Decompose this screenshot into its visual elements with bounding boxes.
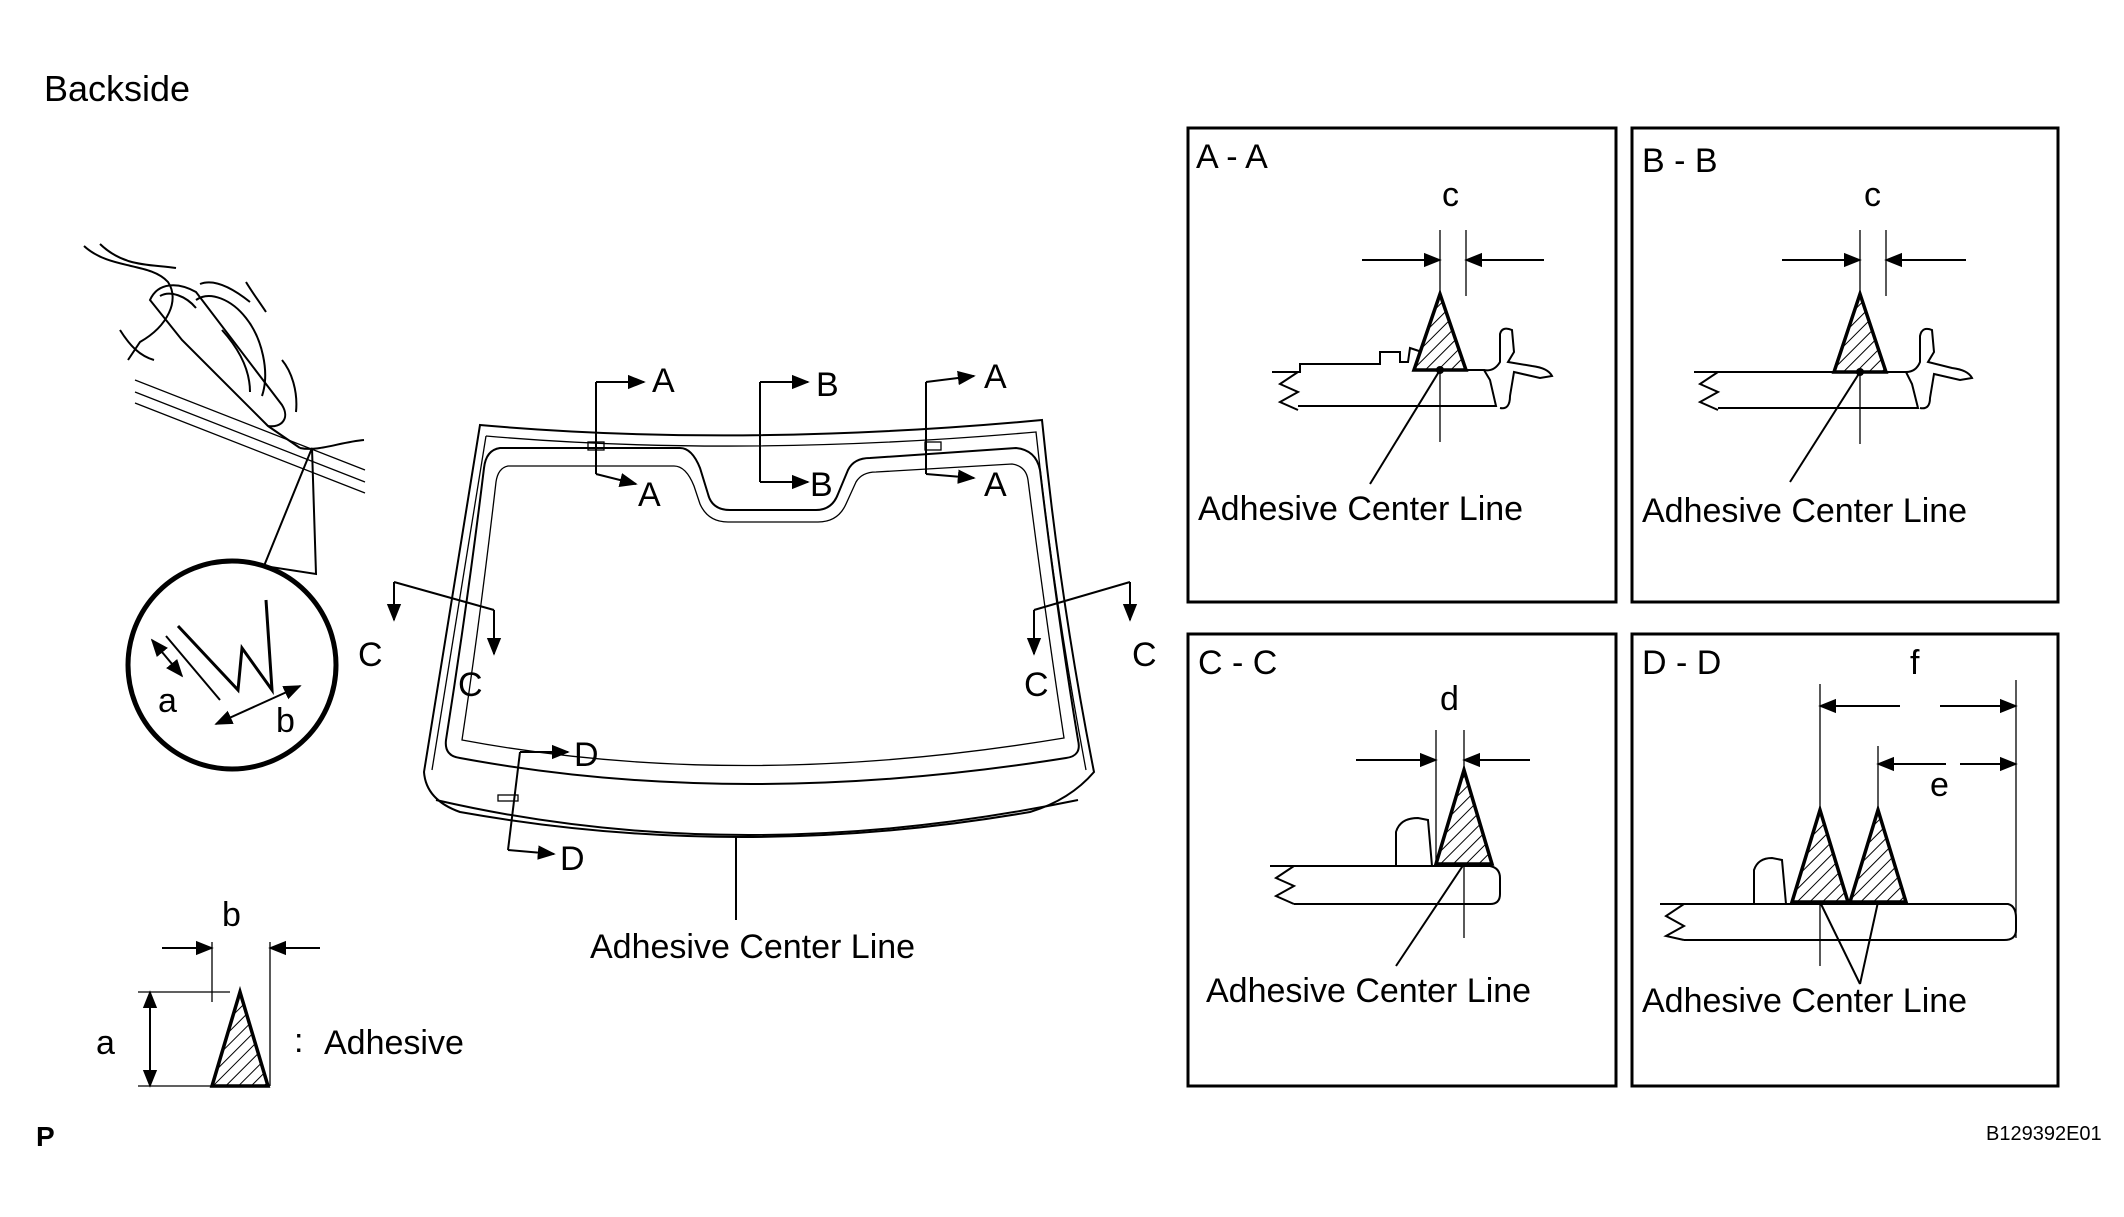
zoom-detail: a b (125, 558, 339, 772)
marker-c-outer-left: C (358, 636, 383, 674)
marker-a-bottom-left: A (638, 476, 661, 514)
section-a-a: A - A c Adhesive Center Line (1186, 126, 1618, 604)
section-d-d: D - D f e Adhesive Center Line (1630, 632, 2060, 1088)
section-markers: A A B B A A C C C C D D (358, 358, 1157, 878)
figure-code: B129392E01 (1986, 1123, 2102, 1145)
marker-b-top: B (816, 366, 839, 404)
section-c-c-title: C - C (1198, 644, 1277, 682)
windshield-center-line-label: Adhesive Center Line (590, 928, 915, 966)
marker-d-bottom: D (560, 840, 585, 878)
marker-c-inner-right: C (1024, 666, 1049, 704)
section-c-c-label: Adhesive Center Line (1206, 972, 1531, 1010)
section-b-b-label: Adhesive Center Line (1642, 492, 1967, 530)
marker-c-inner-left: C (458, 666, 483, 704)
marker-d-top: D (574, 736, 599, 774)
page-mark: P (36, 1121, 55, 1152)
section-a-a-dim-c: c (1442, 176, 1459, 214)
section-a-a-label: Adhesive Center Line (1198, 490, 1523, 528)
section-d-d-title: D - D (1642, 644, 1721, 682)
section-d-d-label: Adhesive Center Line (1642, 982, 1967, 1020)
legend-separator: : (294, 1022, 303, 1060)
section-b-b-title: B - B (1642, 142, 1718, 180)
section-c-c: C - C d Adhesive Center Line (1186, 632, 1618, 1088)
adhesive-bead-icon (209, 985, 271, 1088)
section-b-b: B - B c Adhesive Center Line (1630, 126, 2060, 604)
marker-a-bottom-right: A (984, 466, 1007, 504)
page-title: Backside (44, 68, 190, 109)
marker-b-bottom: B (810, 466, 833, 504)
section-a-a-title: A - A (1196, 138, 1268, 176)
legend-dim-a: a (96, 1024, 115, 1062)
marker-a-top-right: A (984, 358, 1007, 396)
marker-a-top-left: A (652, 362, 675, 400)
section-b-b-dim-c: c (1864, 176, 1881, 214)
zoom-dim-a: a (158, 682, 177, 720)
section-c-c-dim-d: d (1440, 680, 1459, 718)
break-line-icon (1272, 371, 1302, 411)
section-d-d-dim-f: f (1910, 644, 1920, 682)
marker-c-outer-right: C (1132, 636, 1157, 674)
legend-label: Adhesive (324, 1024, 464, 1062)
zoom-dim-b: b (276, 702, 295, 740)
section-d-d-dim-e: e (1930, 766, 1949, 804)
legend-dim-b: b (222, 896, 241, 934)
windshield (422, 418, 1096, 920)
glue-gun-hand-icon (83, 243, 366, 494)
legend: b a : Adhesive (96, 896, 464, 1088)
